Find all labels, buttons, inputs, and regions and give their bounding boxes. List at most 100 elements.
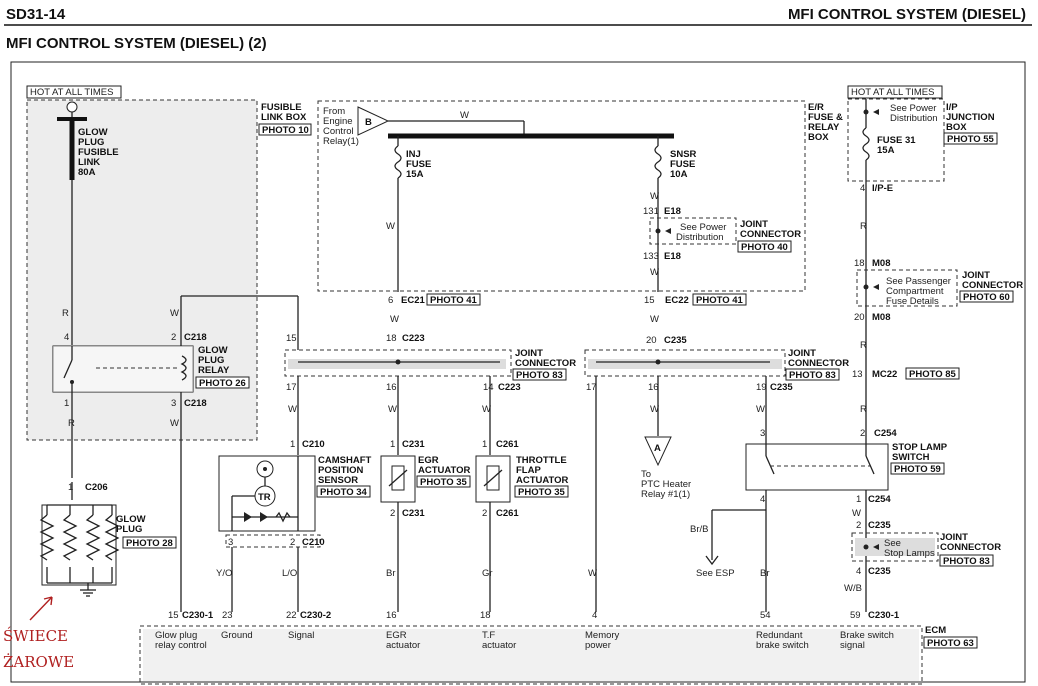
svg-text:RELAY: RELAY: [808, 122, 840, 133]
glow-plug-4-icon: [104, 514, 120, 561]
svg-text:SNSR: SNSR: [670, 149, 697, 160]
svg-text:16: 16: [648, 382, 659, 393]
svg-text:See Power: See Power: [680, 222, 726, 233]
svg-text:MC22: MC22: [872, 369, 897, 380]
joint-connector-c235-stop: 2 C235 See Stop Lamps JOINT CONNECTOR PH…: [844, 520, 1001, 594]
svg-text:Stop Lamps: Stop Lamps: [884, 548, 935, 559]
svg-text:PHOTO 41: PHOTO 41: [696, 295, 744, 306]
svg-text:GLOW: GLOW: [116, 514, 146, 525]
svg-text:EC22: EC22: [665, 295, 689, 306]
svg-text:PHOTO 40: PHOTO 40: [741, 242, 788, 253]
svg-text:PLUG: PLUG: [116, 524, 142, 535]
svg-text:W: W: [852, 508, 861, 519]
svg-text:PLUG: PLUG: [78, 137, 104, 148]
svg-text:See ESP: See ESP: [696, 568, 735, 579]
svg-text:CONNECTOR: CONNECTOR: [515, 358, 576, 369]
svg-text:BOX: BOX: [946, 122, 967, 133]
svg-text:TR: TR: [258, 492, 271, 503]
svg-text:2: 2: [171, 332, 176, 343]
svg-text:ACTUATOR: ACTUATOR: [516, 475, 569, 486]
svg-text:16: 16: [386, 610, 397, 621]
svg-text:Signal: Signal: [288, 630, 314, 641]
esp-arrow-icon: [705, 555, 719, 566]
joint-connector-c223: 15 18 C223 W JOINT CONNECTOR PHOTO 83 17…: [284, 296, 576, 455]
svg-text:JOINT: JOINT: [788, 348, 816, 359]
svg-text:EGR: EGR: [418, 455, 439, 466]
svg-text:PHOTO 35: PHOTO 35: [518, 487, 566, 498]
glow-plug-relay: R 4 GLOW PLUG RELAY PHOTO 26 2 C218 W 1 …: [52, 180, 298, 612]
svg-text:W: W: [650, 191, 659, 202]
egr-actuator: 1 C231 EGR ACTUATOR PHOTO 35 2 C231 Br: [380, 439, 471, 612]
svg-text:2: 2: [856, 520, 861, 531]
glow-plug-2-icon: [62, 514, 78, 561]
svg-text:PHOTO 85: PHOTO 85: [909, 369, 957, 380]
svg-text:EC21: EC21: [401, 295, 425, 306]
svg-text:W: W: [390, 314, 399, 325]
svg-text:FUSE 31: FUSE 31: [877, 135, 916, 146]
svg-text:1: 1: [64, 398, 69, 409]
section-title: MFI CONTROL SYSTEM (DIESEL): [788, 6, 1026, 23]
svg-text:I/P: I/P: [946, 102, 958, 113]
svg-text:A: A: [654, 443, 661, 454]
svg-text:20: 20: [646, 335, 657, 346]
svg-text:Br/B: Br/B: [690, 524, 708, 535]
svg-text:54: 54: [760, 610, 771, 621]
svg-text:FUSE &: FUSE &: [808, 112, 843, 123]
svg-text:W: W: [756, 404, 765, 415]
svg-text:PHOTO 26: PHOTO 26: [199, 378, 246, 389]
svg-text:W: W: [650, 404, 659, 415]
svg-text:LINK: LINK: [78, 157, 100, 168]
ecm-pin-brake-signal: 59 C230-1 Brake switch signal: [840, 610, 900, 651]
svg-text:80A: 80A: [78, 167, 96, 178]
svg-text:relay control: relay control: [155, 640, 207, 651]
svg-text:Relay #1(1): Relay #1(1): [641, 489, 690, 500]
svg-text:RELAY: RELAY: [198, 365, 230, 376]
svg-text:1: 1: [856, 494, 861, 505]
svg-text:brake switch: brake switch: [756, 640, 809, 651]
svg-text:PHOTO 34: PHOTO 34: [320, 487, 368, 498]
svg-text:4: 4: [856, 566, 861, 577]
ptc-connector-arrow-icon: [644, 436, 672, 467]
svg-text:C230-1: C230-1: [182, 610, 214, 621]
ecm-pin-egr: 16 EGR actuator: [386, 610, 420, 651]
svg-text:15: 15: [286, 333, 297, 344]
svg-text:M08: M08: [872, 312, 890, 323]
svg-text:actuator: actuator: [386, 640, 420, 651]
svg-text:W: W: [288, 404, 297, 415]
svg-text:Memory: Memory: [585, 630, 620, 641]
svg-text:PHOTO 41: PHOTO 41: [430, 295, 478, 306]
svg-text:2: 2: [290, 537, 295, 548]
svg-text:C218: C218: [184, 398, 207, 409]
fuse-31-icon: [862, 127, 870, 161]
stop-lamp-switch: 3 2 C254 STOP LAMP SWITCH PHOTO 59 4 1 C…: [690, 428, 948, 612]
svg-text:PHOTO 63: PHOTO 63: [927, 638, 974, 649]
svg-text:From: From: [323, 106, 345, 117]
svg-text:19: 19: [756, 382, 767, 393]
svg-text:1: 1: [482, 439, 487, 450]
svg-text:131: 131: [643, 206, 659, 217]
svg-text:C223: C223: [498, 382, 521, 393]
inj-fuse-icon: [394, 145, 402, 179]
svg-text:R: R: [860, 404, 867, 415]
svg-text:PHOTO 59: PHOTO 59: [894, 464, 941, 475]
svg-text:PHOTO 83: PHOTO 83: [943, 556, 990, 567]
svg-text:POSITION: POSITION: [318, 465, 364, 476]
svg-text:CONNECTOR: CONNECTOR: [788, 358, 849, 369]
svg-text:FUSIBLE: FUSIBLE: [261, 102, 302, 113]
svg-text:CONNECTOR: CONNECTOR: [940, 542, 1001, 553]
svg-text:ACTUATOR: ACTUATOR: [418, 465, 471, 476]
diagram-title: MFI CONTROL SYSTEM (DIESEL) (2): [6, 35, 267, 52]
svg-text:Engine: Engine: [323, 116, 353, 127]
svg-text:W: W: [482, 404, 491, 415]
svg-text:PLUG: PLUG: [198, 355, 224, 366]
svg-text:C230-2: C230-2: [300, 610, 331, 621]
ecm-pin-memory: 4 Memory power: [585, 610, 620, 651]
ecm-module: ECM PHOTO 63 15 C230-1 Glow plug relay c…: [139, 610, 978, 685]
er-fuse-relay-box: From Engine Control Relay(1) B W INJ FUS…: [317, 100, 843, 306]
svg-text:18: 18: [386, 333, 397, 344]
page-code: SD31-14: [6, 6, 66, 23]
svg-text:R: R: [68, 418, 75, 429]
svg-text:EGR: EGR: [386, 630, 407, 641]
svg-text:ECM: ECM: [925, 625, 946, 636]
glow-plugs: 1 C206 GLOW PLUG PHOTO 28: [39, 482, 177, 597]
